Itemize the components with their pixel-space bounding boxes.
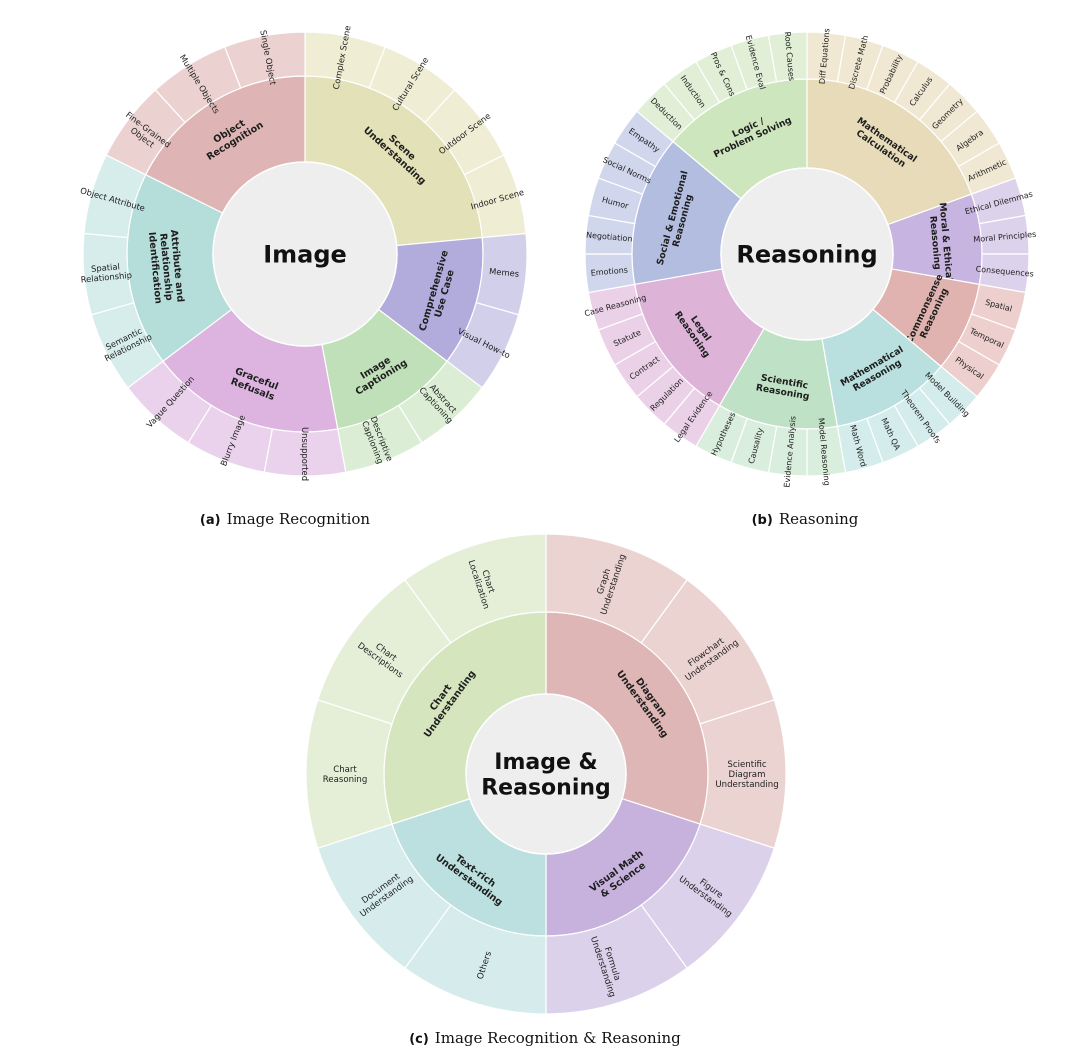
caption-a: (a) Image Recognition bbox=[200, 510, 370, 528]
center-circle bbox=[720, 167, 894, 341]
caption-b: (b) Reasoning bbox=[752, 510, 859, 528]
caption-c-text: Image Recognition & Reasoning bbox=[434, 1029, 681, 1047]
center-circle bbox=[212, 161, 398, 347]
caption-a-tag: (a) bbox=[199, 513, 221, 528]
leaf-label-root-causes: Root Causes bbox=[783, 31, 796, 81]
category-label-attribute-and-relationship-identification: Attribute andRelationshipIdentification bbox=[146, 229, 186, 305]
category-label-moral-ethical-reasoning: Moral & EthicalReasoning bbox=[926, 202, 954, 282]
leaf-label-emotions: Emotions bbox=[590, 265, 628, 277]
leaf-wedge-root-causes bbox=[767, 31, 808, 83]
center-label-b: Reasoning bbox=[736, 240, 877, 268]
leaf-wedge-chart-localization bbox=[404, 533, 547, 644]
center-label-a: Image bbox=[263, 240, 347, 268]
leaf-wedge-single-object bbox=[224, 31, 306, 89]
caption-c-tag: (c) bbox=[409, 1032, 429, 1047]
caption-c: (c) Image Recognition & Reasoning bbox=[409, 1029, 681, 1047]
leaf-label-negotiation: Negotiation bbox=[586, 230, 633, 243]
caption-b-tag: (b) bbox=[751, 513, 773, 528]
leaf-label-memes: Memes bbox=[489, 266, 520, 279]
center-label-c: Image &Reasoning bbox=[481, 750, 611, 800]
sunburst-image-and-reasoning: DiagramUnderstandingGraphUnderstandingFl… bbox=[305, 533, 787, 1015]
center-circle bbox=[465, 693, 627, 855]
caption-a-text: Image Recognition bbox=[226, 510, 371, 528]
caption-b-text: Reasoning bbox=[778, 510, 859, 528]
leaf-label-unsupported: Unsupported bbox=[300, 427, 310, 481]
leaf-label-spatial-relationship: SpatialRelationship bbox=[79, 260, 132, 284]
